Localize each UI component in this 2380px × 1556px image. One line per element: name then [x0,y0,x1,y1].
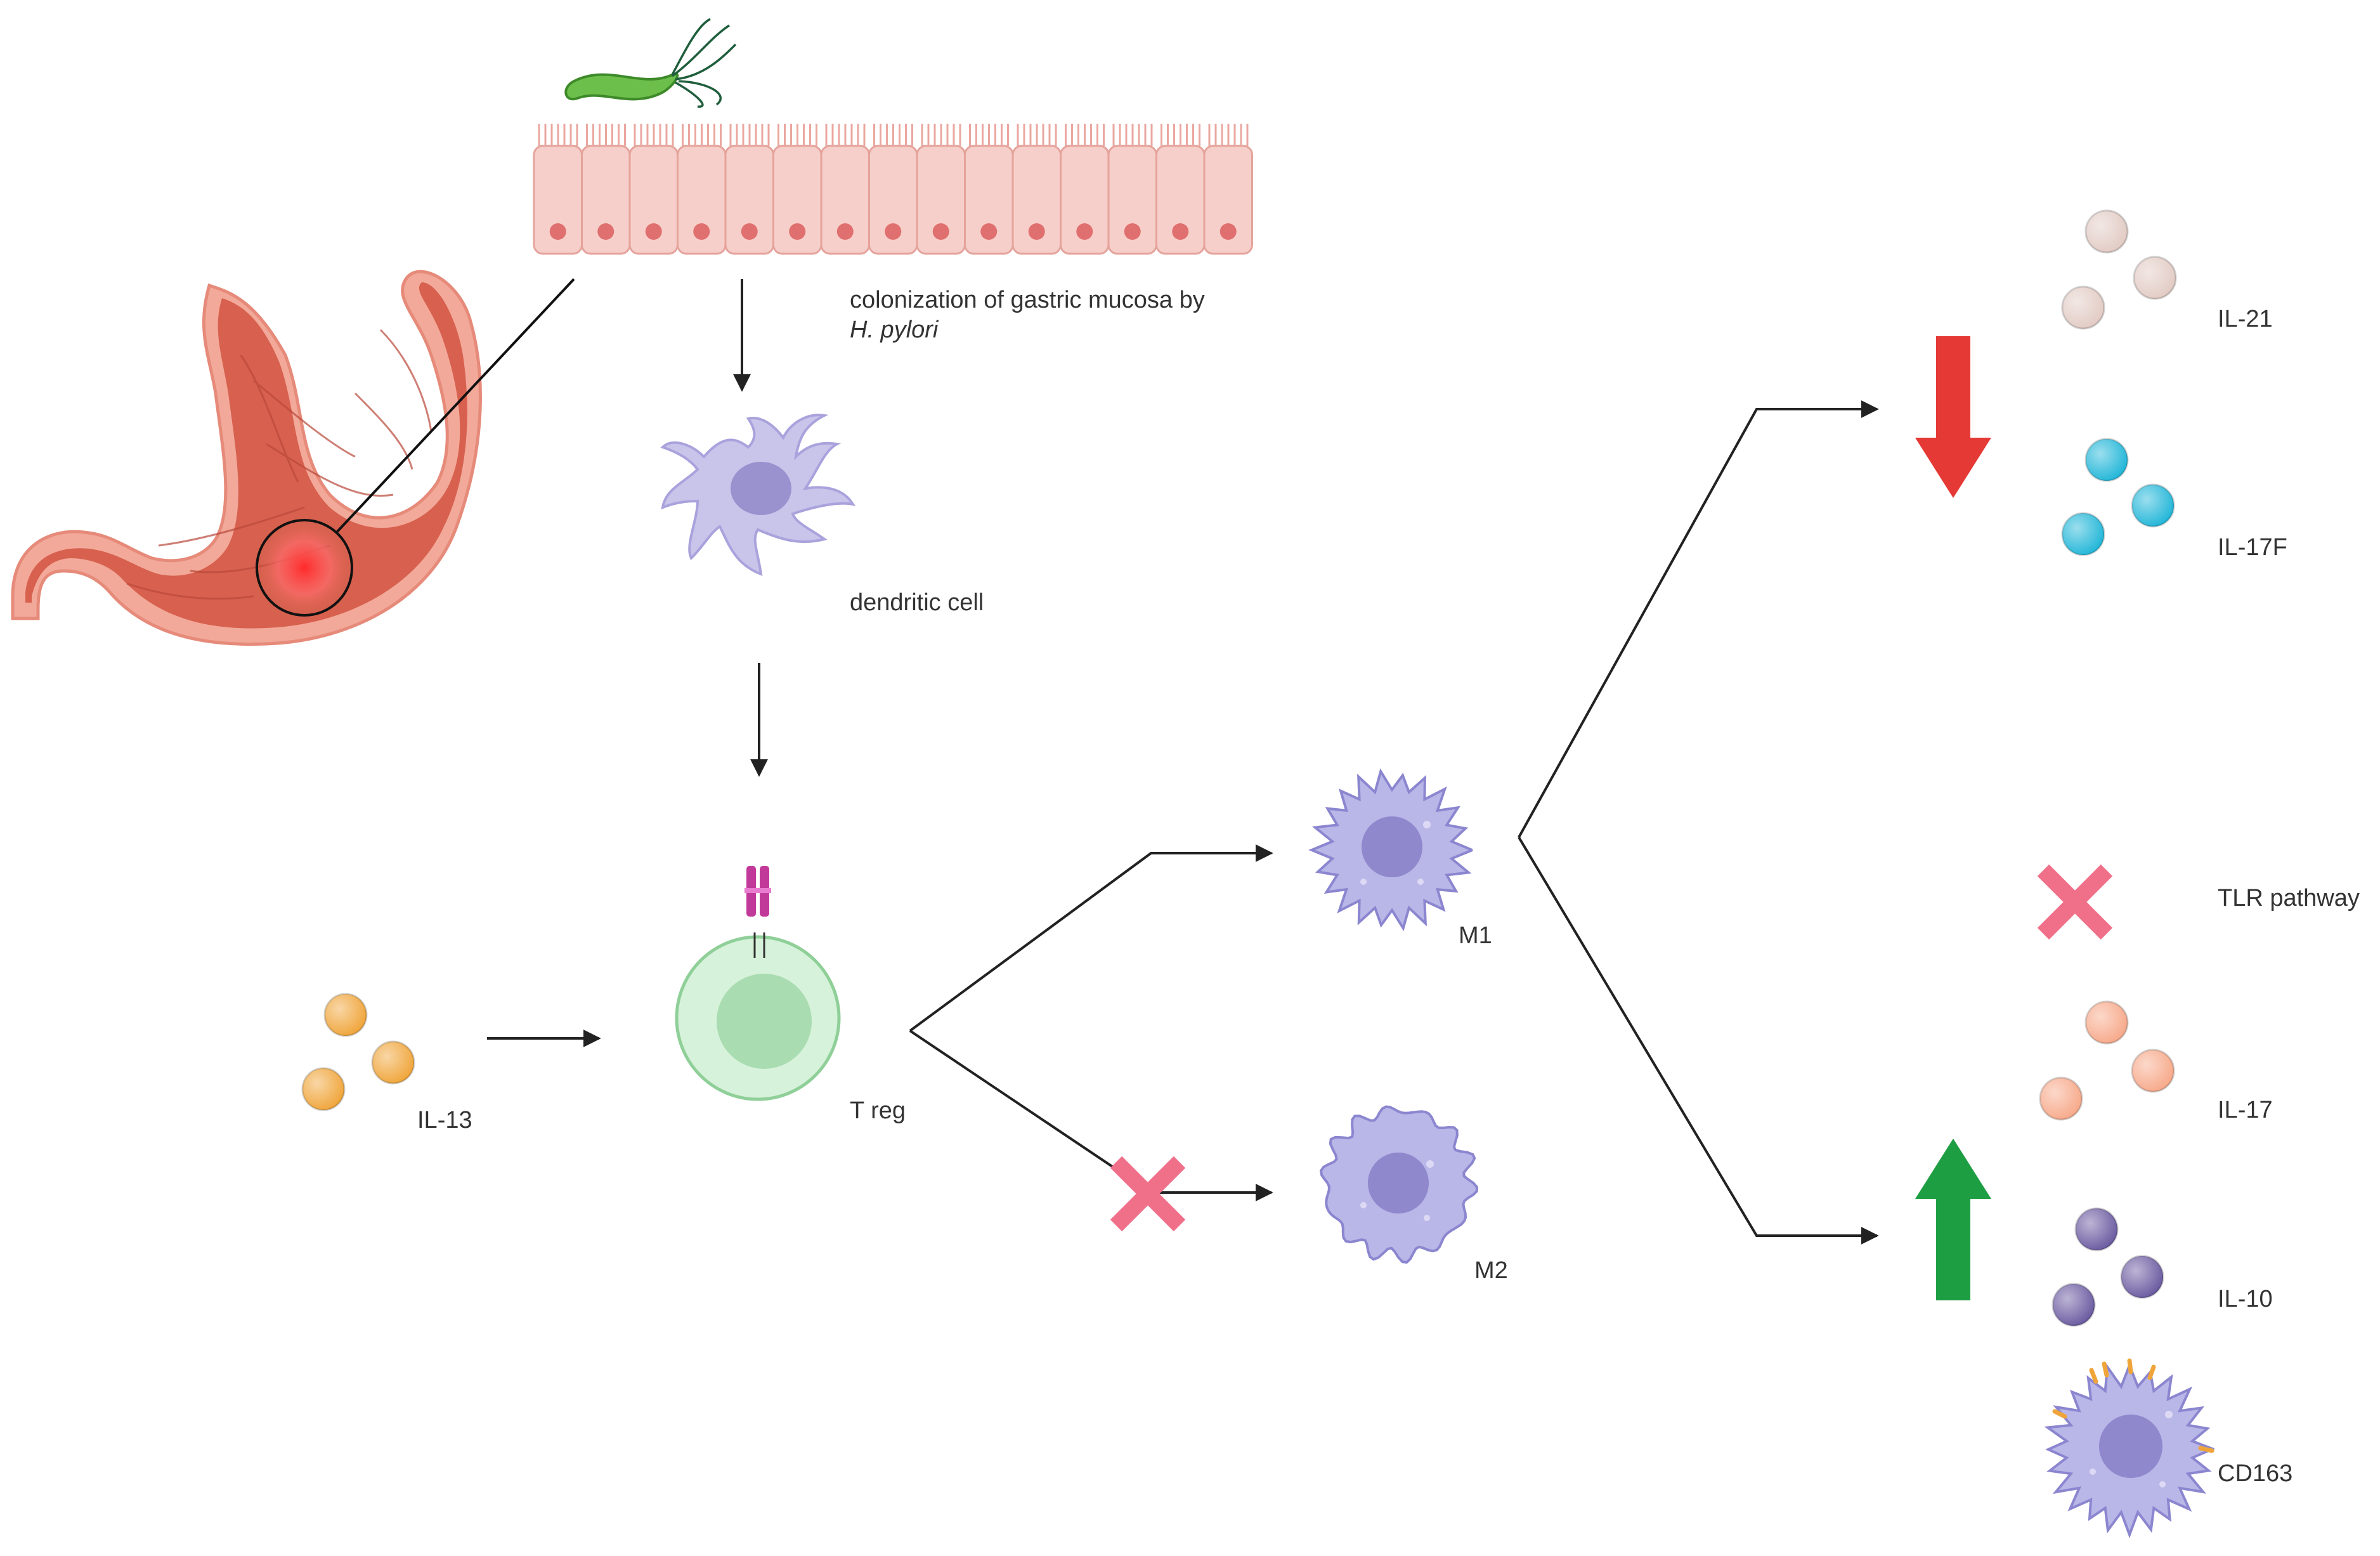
tlr-pathway-label: TLR pathway [2218,885,2360,912]
dendritic-cell-label: dendritic cell [850,589,984,616]
arrow-treg-to-m2 [909,1030,1273,1201]
treg-cell-icon [675,866,841,1101]
il13-label: IL-13 [417,1107,472,1134]
pathogen-label: H. pylori [850,317,939,343]
m2-macrophage-icon [1319,1105,1479,1264]
colonization-label: colonization of gastric mucosa by [850,287,1205,313]
il17f-cluster-icon [2061,438,2175,556]
il10-label: IL-10 [2218,1286,2273,1312]
il13-cluster-icon [301,993,415,1111]
treg-label: T reg [850,1097,906,1124]
up-arrow-icon [1915,1139,1991,1300]
epithelium-icon [533,124,1253,255]
cd163-label: CD163 [2218,1460,2292,1487]
arrow-m1-to-increase [1518,836,1879,1245]
m1-label: M1 [1459,922,1492,949]
down-arrow-icon [1915,336,1991,498]
m2-label: M2 [1474,1257,1508,1284]
arrow-treg-to-m1 [909,844,1273,1032]
cd163-macrophage-icon [2044,1358,2214,1539]
tlr-cross-icon [2037,864,2113,940]
il17-cluster-icon [2039,1000,2175,1121]
dendritic-cell-icon [660,414,856,577]
cross-icon [1110,1156,1186,1232]
il17-label: IL-17 [2218,1097,2273,1123]
il17f-label: IL-17F [2218,534,2287,561]
h-pylori-bacterium-icon [564,18,737,108]
il21-label: IL-21 [2218,306,2273,332]
stomach-icon [11,270,575,646]
arrow-m1-to-decrease [1518,400,1879,838]
il10-cluster-icon [2052,1207,2164,1327]
connectors [487,279,1879,1245]
il21-cluster-icon [2061,209,2177,330]
m1-macrophage-icon [1308,768,1473,932]
